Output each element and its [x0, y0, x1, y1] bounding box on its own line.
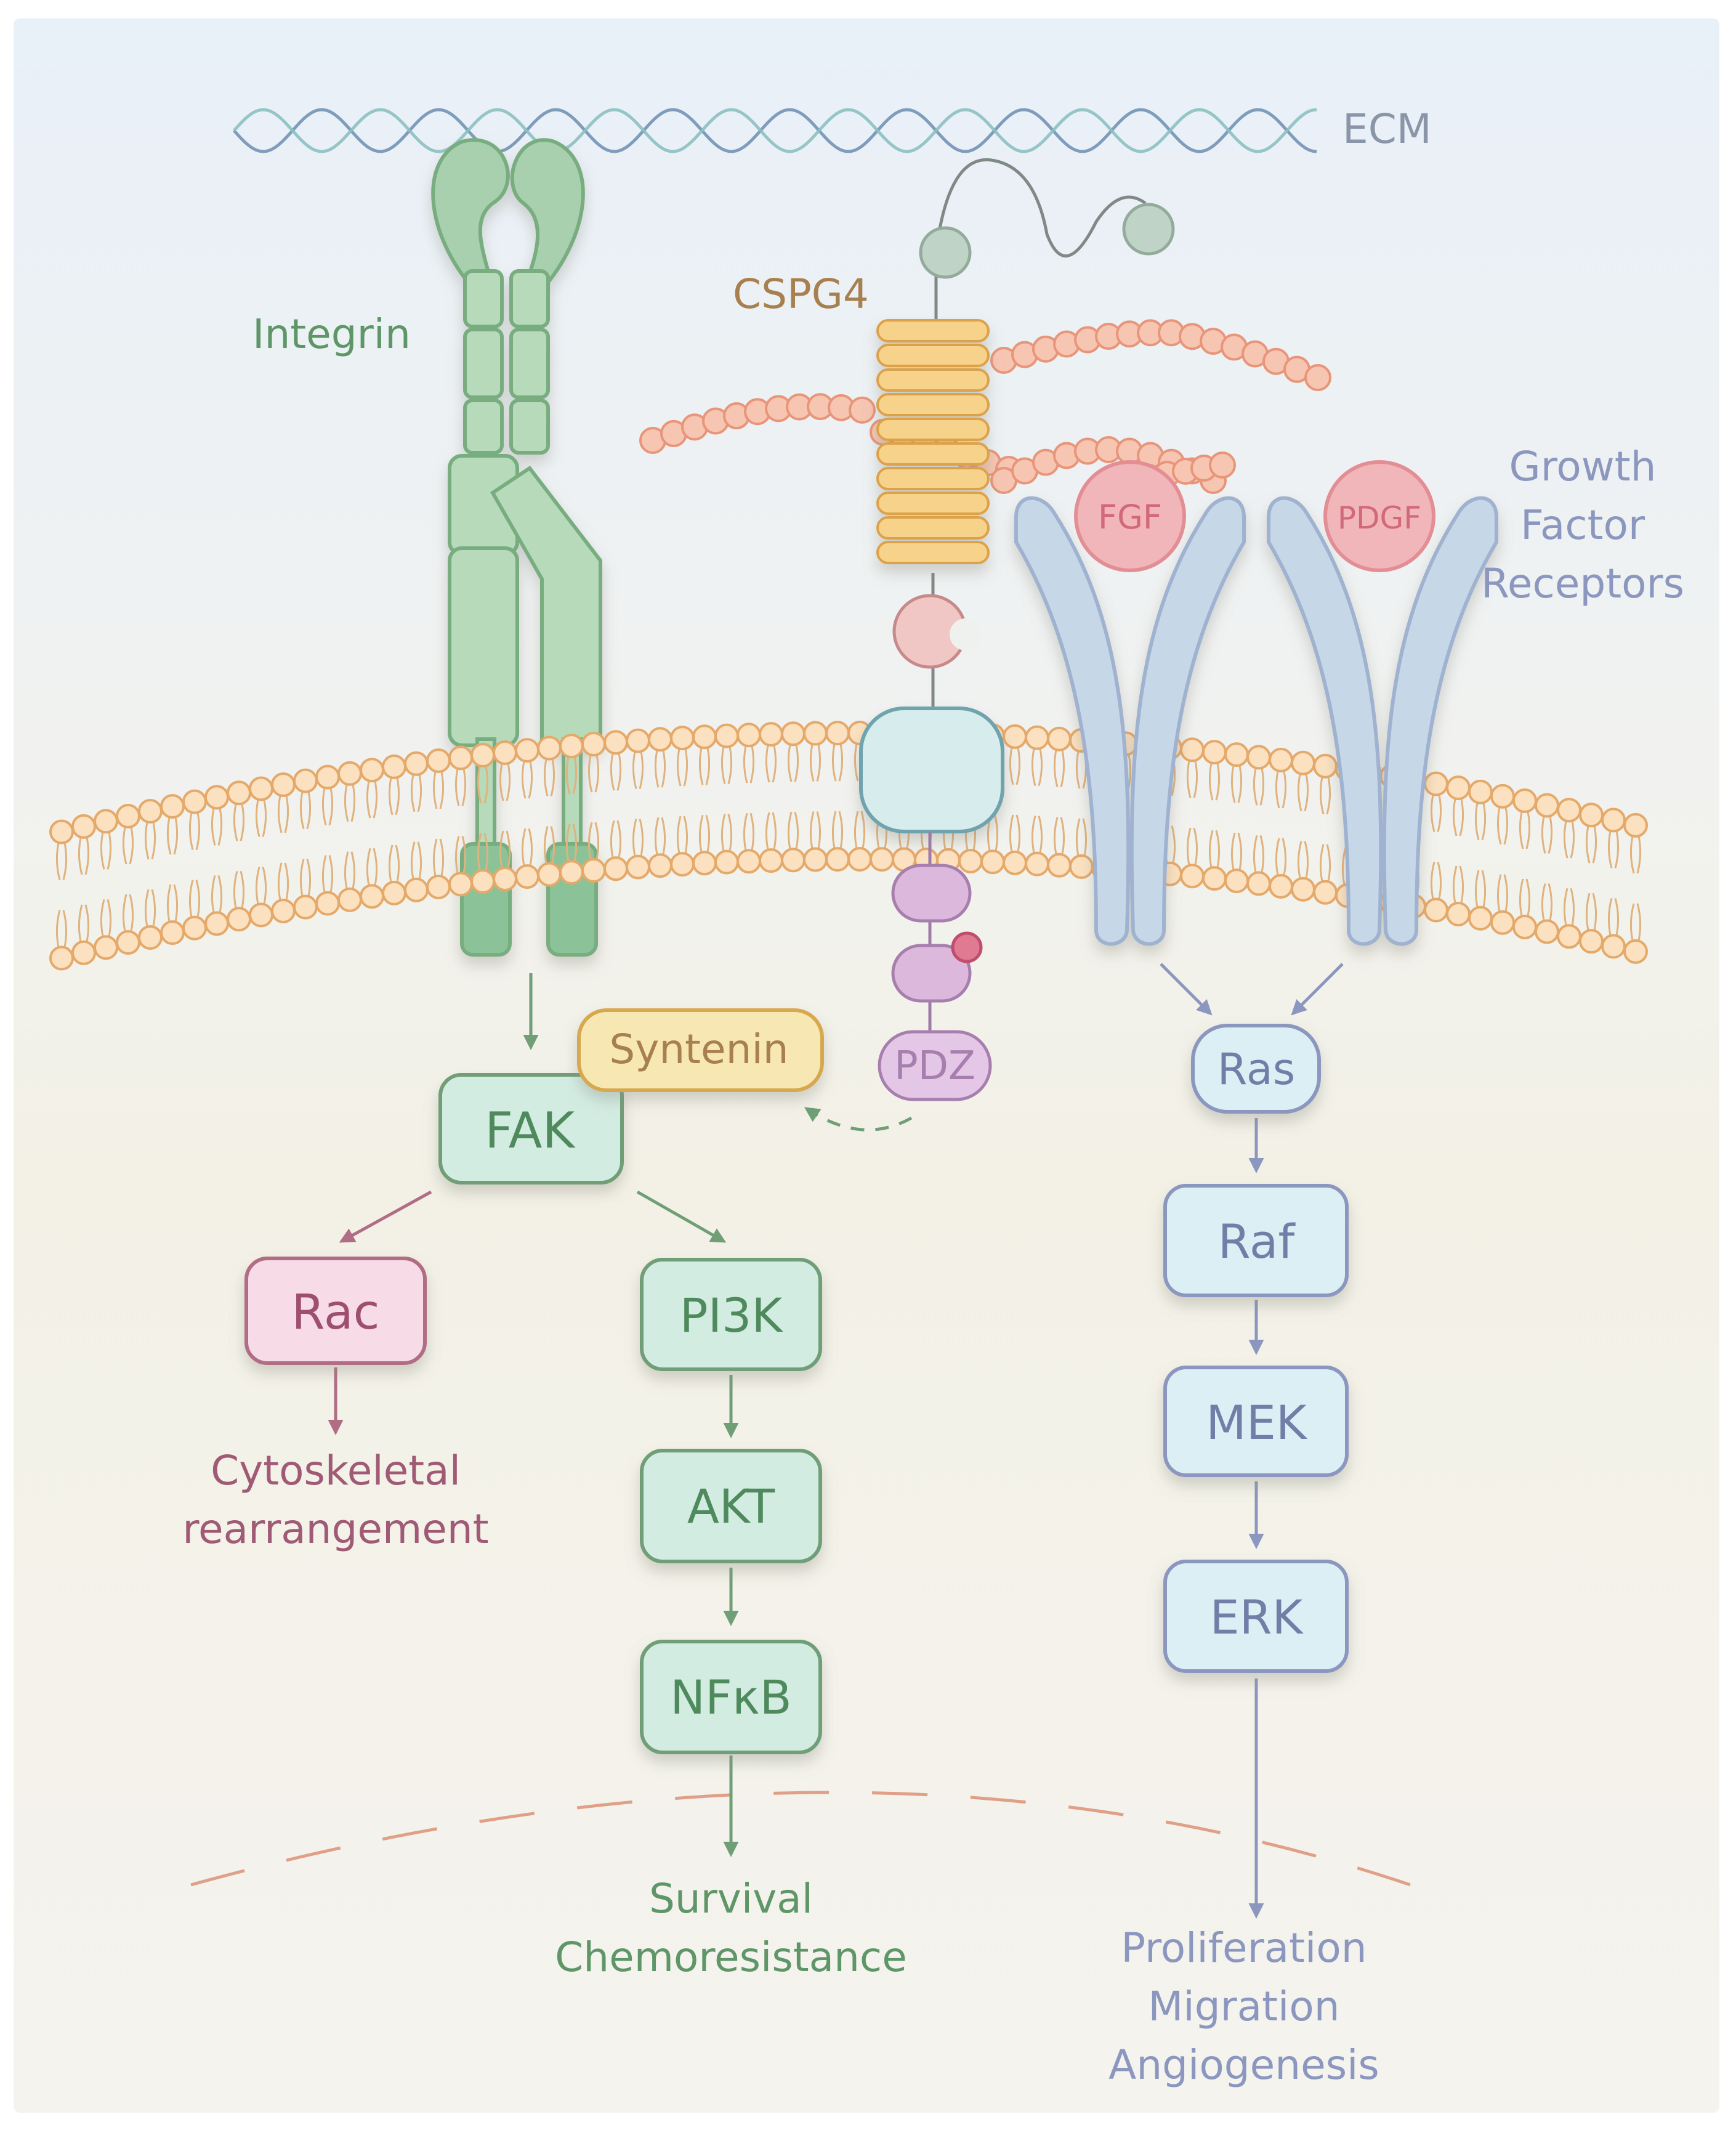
ecm-label: ECM: [1342, 105, 1432, 153]
rac-outcome-line-1: Cytoskeletal: [211, 1447, 461, 1494]
integrin-label: Integrin: [252, 310, 411, 358]
survival-outcome-line-1: Survival: [649, 1875, 813, 1922]
cspg4-globular-domain-1: [919, 226, 972, 279]
erk-node: ERK: [1163, 1560, 1349, 1673]
cspg4-intracellular-domain: [891, 832, 983, 1035]
cspg4-partial-domain: [892, 594, 982, 669]
cspg4-transmembrane-domain: [859, 707, 1004, 833]
cspg4-label: CSPG4: [733, 270, 869, 318]
phosphorylation-site: [951, 931, 983, 963]
pdz-domain: PDZ: [878, 1030, 992, 1101]
pdgf-label: PDGF: [1338, 500, 1421, 536]
survival-outcome-line-2: Chemoresistance: [555, 1934, 907, 1981]
proliferation-outcome-line-1: Proliferation: [1121, 1924, 1367, 1972]
rac-outcome-line-2: rearrangement: [182, 1505, 488, 1553]
pathway-arrows: [328, 963, 1344, 1919]
pdz-label: PDZ: [894, 1043, 975, 1089]
nfkb-node: NFκB: [640, 1640, 822, 1754]
syntenin-label: Syntenin: [609, 1026, 788, 1073]
pi3k-node: PI3K: [640, 1258, 822, 1371]
proliferation-outcome: Proliferation Migration Angiogenesis: [1108, 1924, 1379, 2089]
syntenin-node: Syntenin: [577, 1008, 824, 1092]
fgf-label: FGF: [1098, 498, 1162, 537]
proliferation-outcome-line-2: Migration: [1148, 1983, 1339, 2030]
fak-node: FAK: [438, 1073, 624, 1184]
growth-factor-receptors-label: Growth Factor Receptors: [1481, 443, 1684, 607]
akt-label: AKT: [687, 1479, 775, 1534]
cspg4-core-protein: [876, 319, 990, 564]
ras-node: Ras: [1191, 1024, 1321, 1114]
proliferation-outcome-line-3: Angiogenesis: [1108, 2041, 1379, 2089]
cspg4-globular-domain-2: [1122, 203, 1175, 256]
integrin-receptor: [431, 138, 602, 957]
gfr-label-line-3: Receptors: [1481, 560, 1684, 607]
erk-label: ERK: [1210, 1590, 1304, 1645]
nfkb-label: NFκB: [670, 1670, 792, 1725]
ras-label: Ras: [1217, 1044, 1295, 1095]
akt-node: AKT: [640, 1449, 822, 1563]
mek-label: MEK: [1206, 1395, 1308, 1450]
rac-node: Rac: [244, 1257, 427, 1365]
survival-outcome: Survival Chemoresistance: [555, 1875, 907, 1981]
mek-node: MEK: [1163, 1366, 1349, 1477]
gfr-label-line-2: Factor: [1520, 501, 1645, 549]
nuclear-envelope: [190, 1791, 1411, 1887]
pi3k-label: PI3K: [680, 1288, 784, 1343]
rac-label: Rac: [291, 1285, 379, 1340]
gfr-label-line-1: Growth: [1509, 443, 1657, 490]
fak-label: FAK: [485, 1102, 576, 1159]
raf-node: Raf: [1163, 1184, 1349, 1297]
raf-label: Raf: [1218, 1214, 1296, 1269]
growth-factor-receptors: [1014, 496, 1498, 946]
fgf-ligand: FGF: [1074, 460, 1186, 572]
pdgf-ligand: PDGF: [1323, 460, 1435, 572]
rac-outcome: Cytoskeletal rearrangement: [182, 1447, 488, 1553]
ecm-helix: [233, 108, 1317, 153]
